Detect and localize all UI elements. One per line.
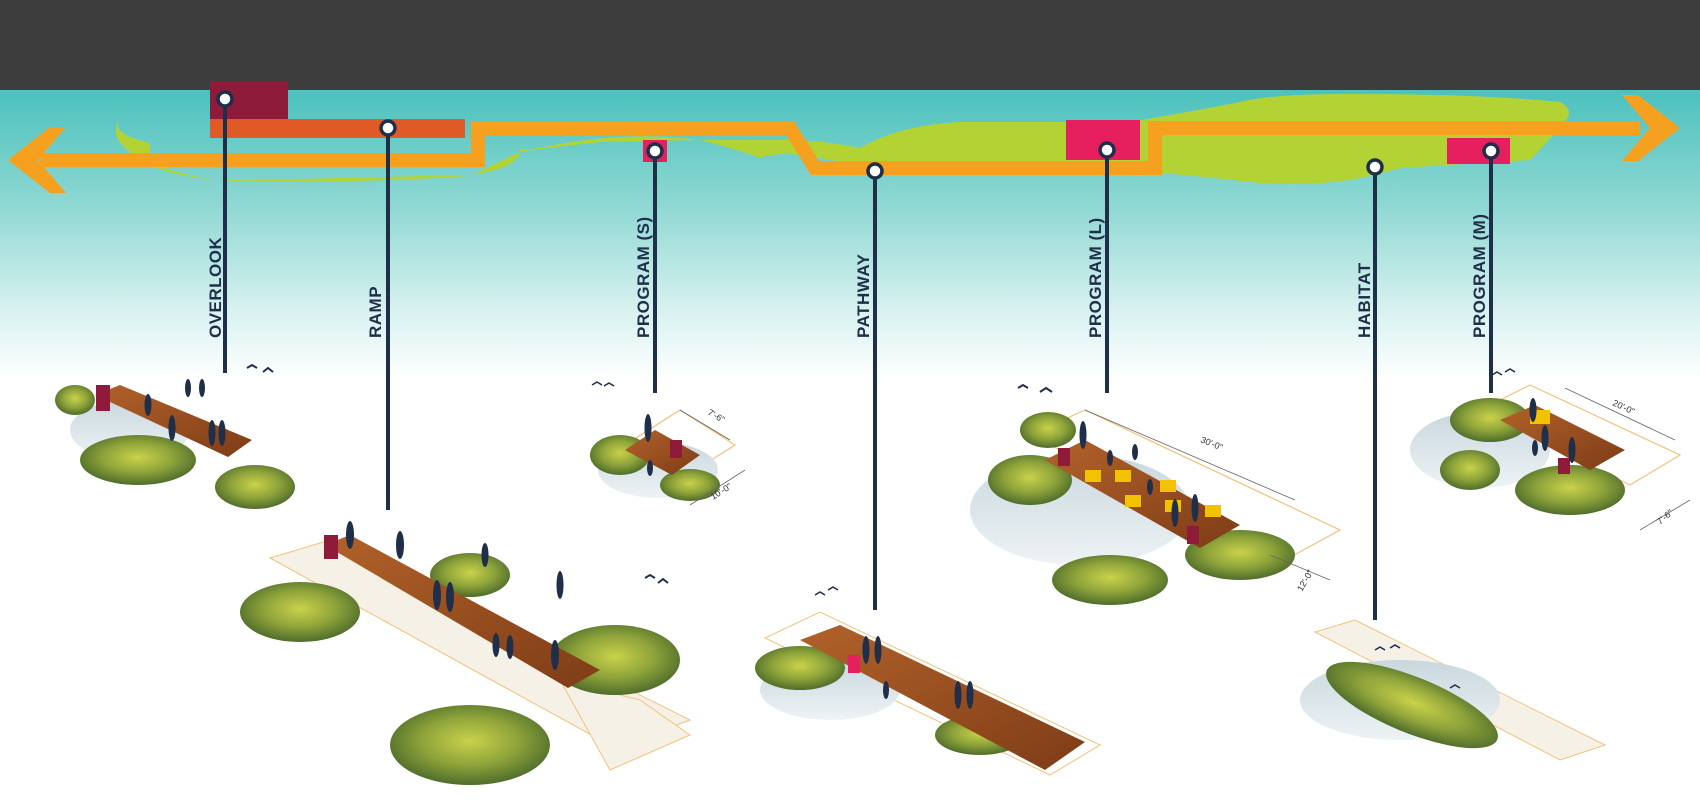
habitat-pin-icon <box>1366 158 1384 176</box>
dim-program-s-a: 7'-6" <box>706 407 727 425</box>
pathway-vignette <box>755 586 1102 776</box>
label-overlook: OVERLOOK <box>206 236 225 338</box>
dim-program-l-a: 30'-0" <box>1199 435 1224 453</box>
program-m-block <box>1447 138 1510 164</box>
dim-program-m-a: 20'-0" <box>1611 398 1636 417</box>
label-program-s: PROGRAM (S) <box>634 216 653 338</box>
program-s-vignette: 7'-6" 10'-0" <box>590 381 746 506</box>
arrow-right-icon <box>1622 95 1680 161</box>
program-l-pin-icon <box>1098 141 1116 159</box>
arrow-left-icon <box>8 127 66 193</box>
land-mass <box>115 94 1570 185</box>
program-l-vignette: 30'-0" 12'-0" <box>970 383 1342 605</box>
overlook-pin-icon <box>216 90 234 108</box>
label-pathway: PATHWAY <box>854 253 873 338</box>
label-habitat: HABITAT <box>1355 262 1374 338</box>
program-m-pin-icon <box>1482 142 1500 160</box>
label-program-l: PROGRAM (L) <box>1086 217 1105 338</box>
overlook-vignette <box>55 363 295 509</box>
habitat-vignette <box>1300 619 1607 761</box>
program-s-pin-icon <box>646 142 664 160</box>
dim-program-l-b: 12'-0" <box>1295 568 1315 593</box>
ramp-block <box>210 119 465 138</box>
label-ramp: RAMP <box>366 286 385 338</box>
ramp-pin-icon <box>379 119 397 137</box>
ramp-vignette <box>240 521 692 785</box>
label-program-m: PROGRAM (M) <box>1470 214 1489 338</box>
dim-program-m-b: 7'-6" <box>1655 507 1675 526</box>
pathway-line <box>40 121 1640 175</box>
pathway-pin-icon <box>866 162 884 180</box>
top-bar <box>0 0 1700 90</box>
program-m-vignette: 20'-0" 7'-6" <box>1410 368 1691 531</box>
